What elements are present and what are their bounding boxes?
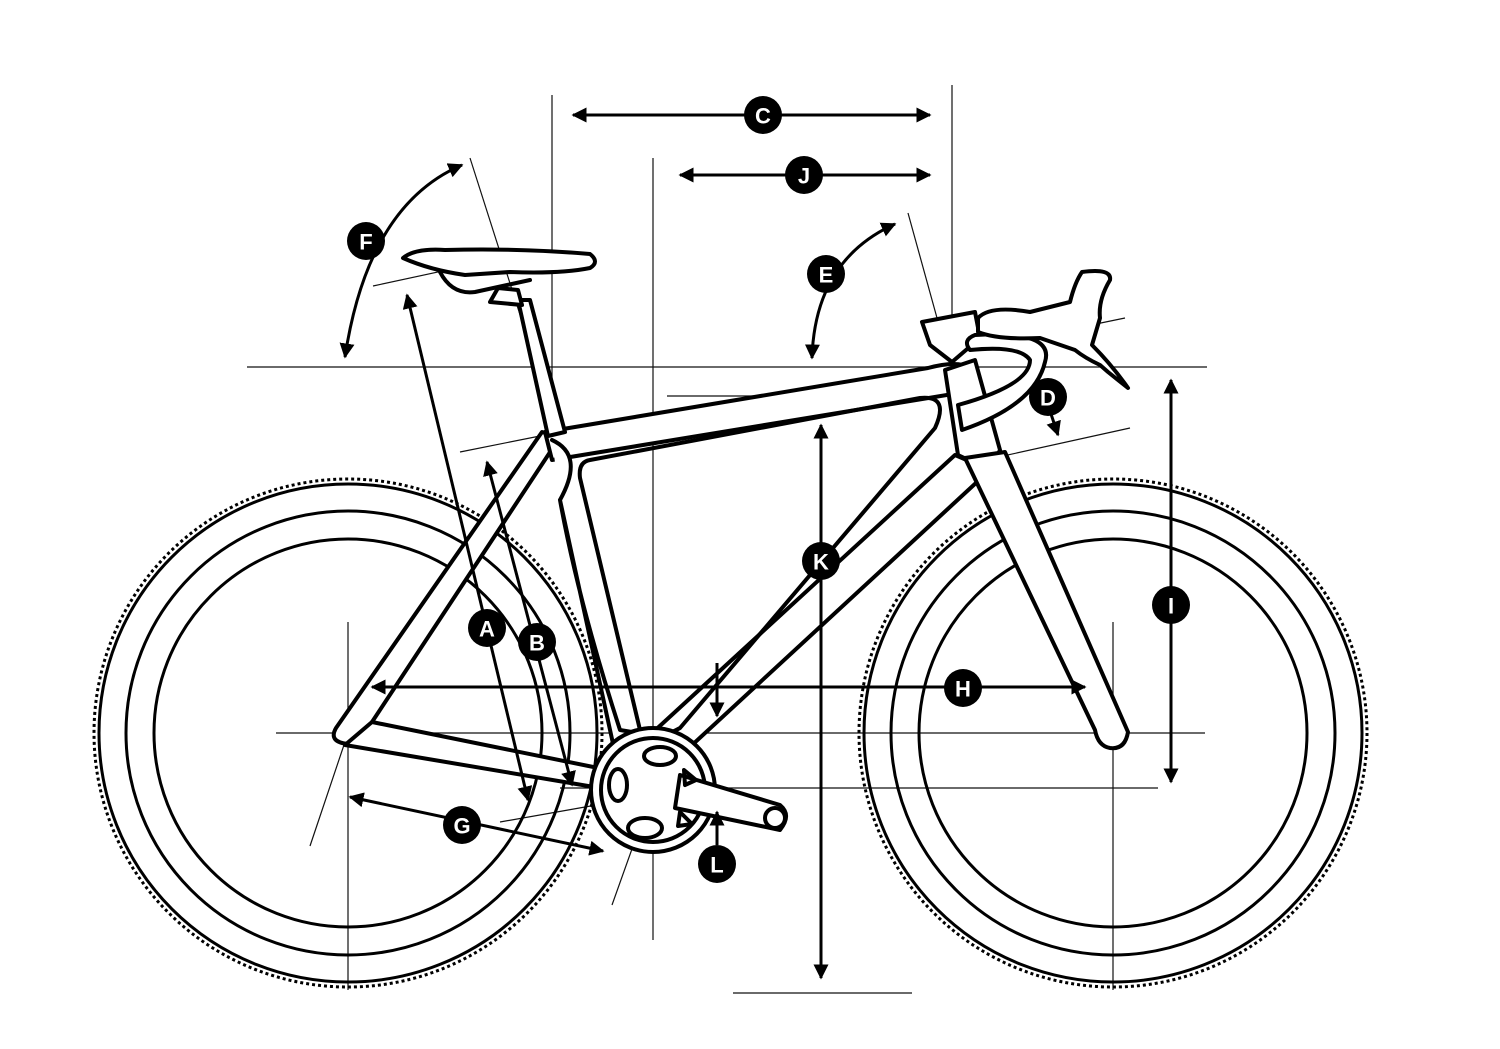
label-i-badge: I bbox=[1152, 586, 1190, 624]
front-wheel bbox=[857, 477, 1369, 989]
bike-frame bbox=[331, 247, 1130, 792]
svg-text:C: C bbox=[755, 104, 771, 129]
dim-b-arrow bbox=[483, 460, 576, 787]
svg-text:A: A bbox=[479, 617, 495, 642]
label-d-badge: D bbox=[1029, 378, 1067, 416]
svg-text:B: B bbox=[529, 631, 545, 656]
svg-text:K: K bbox=[813, 550, 829, 575]
svg-text:D: D bbox=[1040, 386, 1056, 411]
svg-text:H: H bbox=[955, 677, 971, 702]
label-c-badge: C bbox=[744, 96, 782, 134]
label-f-badge: F bbox=[347, 222, 385, 260]
dim-f-arrow bbox=[339, 163, 464, 359]
label-g-badge: G bbox=[443, 806, 481, 844]
label-a-badge: A bbox=[468, 609, 506, 647]
svg-text:I: I bbox=[1168, 594, 1174, 619]
crankset bbox=[589, 726, 788, 854]
svg-text:L: L bbox=[710, 853, 723, 878]
label-l-badge: L bbox=[698, 845, 736, 883]
label-k-badge: K bbox=[802, 542, 840, 580]
svg-text:G: G bbox=[453, 814, 470, 839]
label-e-badge: E bbox=[807, 255, 845, 293]
label-j-badge: J bbox=[785, 156, 823, 194]
svg-text:F: F bbox=[359, 230, 372, 255]
svg-text:E: E bbox=[819, 263, 834, 288]
label-badges: A B C D E F G H bbox=[347, 96, 1190, 883]
svg-text:J: J bbox=[798, 164, 810, 189]
label-h-badge: H bbox=[944, 669, 982, 707]
label-b-badge: B bbox=[518, 623, 556, 661]
